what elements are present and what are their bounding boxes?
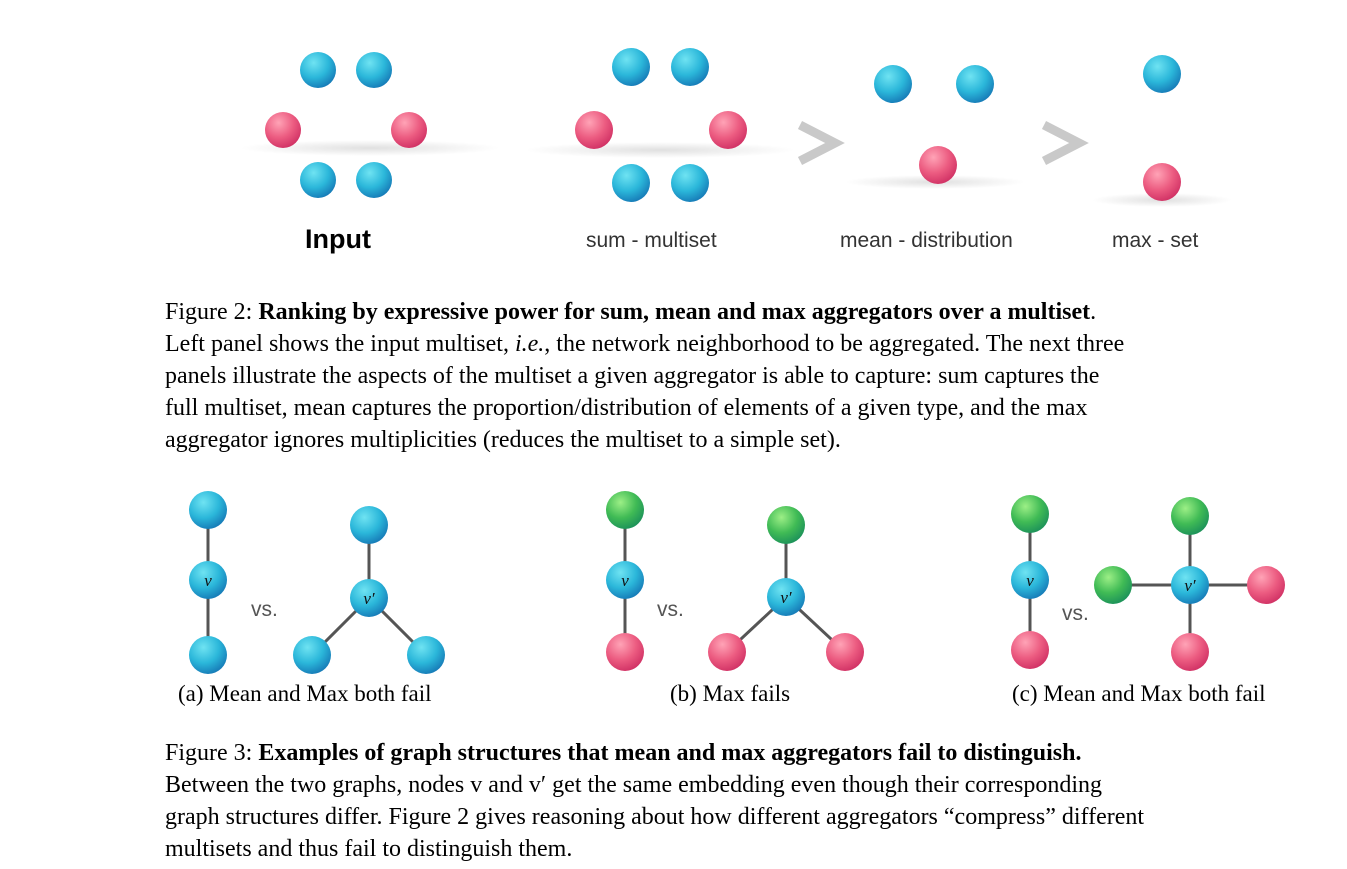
panel-label-max: max - set: [1112, 229, 1199, 252]
node-blue: [293, 636, 331, 674]
ball-pink: [575, 111, 613, 149]
subcaption-a: (a) Mean and Max both fail: [178, 681, 432, 706]
caption-line: full multiset, mean captures the proport…: [165, 395, 1088, 421]
ball-blue: [671, 48, 709, 86]
graph-b-left: v: [606, 491, 644, 671]
node-v-prime-label: v′: [363, 589, 375, 608]
node-v-label: v: [621, 571, 629, 590]
graph-c-right: v′: [1094, 497, 1285, 671]
input-panel-balls: [265, 52, 427, 198]
ball-blue: [300, 162, 336, 198]
graph-a-left: v: [189, 491, 227, 674]
node-pink: [1247, 566, 1285, 604]
sum-panel-balls: [575, 48, 747, 202]
node-blue: [189, 636, 227, 674]
caption-line: multisets and thus fail to distinguish t…: [165, 836, 573, 862]
graph-b-right: v′: [708, 506, 864, 671]
caption-prefix: Figure 3:: [165, 740, 253, 766]
ball-pink: [391, 112, 427, 148]
node-green: [1094, 566, 1132, 604]
node-pink: [1171, 633, 1209, 671]
ball-pink: [265, 112, 301, 148]
node-v-prime-label: v′: [780, 588, 792, 607]
input-floor-shadow: [240, 140, 500, 156]
ball-blue: [1143, 55, 1181, 93]
node-green: [1011, 495, 1049, 533]
sum-floor-shadow: [525, 142, 795, 158]
ball-pink: [919, 146, 957, 184]
caption-line: panels illustrate the aspects of the mul…: [165, 363, 1100, 389]
node-v: [1011, 561, 1049, 599]
node-v: [606, 561, 644, 599]
caption-title: Examples of graph structures that mean a…: [258, 740, 1082, 766]
figure-3-caption: Figure 3: Examples of graph structures t…: [165, 737, 1313, 865]
caption-line: graph structures differ. Figure 2 gives …: [165, 804, 1145, 830]
panel-label-mean: mean - distribution: [840, 229, 1013, 252]
ball-pink: [709, 111, 747, 149]
subcaption-c: (c) Mean and Max both fail: [1012, 681, 1266, 706]
node-blue: [189, 491, 227, 529]
panel-label-input: Input: [305, 224, 371, 254]
node-green: [606, 491, 644, 529]
caption-line: Left panel shows the input multiset,: [165, 331, 509, 357]
node-pink: [1011, 631, 1049, 669]
vs-label: vs.: [251, 598, 278, 621]
node-blue: [407, 636, 445, 674]
node-v-label: v: [204, 571, 212, 590]
node-v: [189, 561, 227, 599]
node-v-prime: [767, 578, 805, 616]
ball-blue: [356, 162, 392, 198]
node-v-label: v: [1026, 571, 1034, 590]
ball-blue: [671, 164, 709, 202]
caption-line: aggregator ignores multiplicities (reduc…: [165, 427, 841, 453]
ball-blue: [356, 52, 392, 88]
ball-blue: [956, 65, 994, 103]
caption-line: , the network neighborhood to be aggrega…: [544, 331, 1125, 357]
subcaption-b: (b) Max fails: [670, 681, 791, 706]
greater-than-icon: [797, 120, 845, 166]
greater-than-icon: [1041, 120, 1089, 166]
caption-line: Between the two graphs, nodes v and v′ g…: [165, 772, 1103, 798]
node-blue: [350, 506, 388, 544]
vs-label: vs.: [1062, 602, 1089, 625]
caption-prefix: Figure 2:: [165, 299, 253, 325]
graph-a-right: v′: [293, 506, 445, 674]
node-v-prime-label: v′: [1184, 576, 1196, 595]
node-green: [767, 506, 805, 544]
panel-label-sum: sum - multiset: [586, 229, 717, 252]
ball-blue: [612, 48, 650, 86]
ball-blue: [874, 65, 912, 103]
mean-panel-balls: [874, 65, 994, 184]
ball-blue: [300, 52, 336, 88]
graph-c-left: v: [1011, 495, 1049, 669]
node-v-prime: [1171, 566, 1209, 604]
node-pink: [826, 633, 864, 671]
max-panel-balls: [1143, 55, 1181, 201]
node-pink: [708, 633, 746, 671]
vs-label: vs.: [657, 598, 684, 621]
node-green: [1171, 497, 1209, 535]
caption-ie: i.e.: [514, 331, 545, 357]
ball-blue: [612, 164, 650, 202]
node-pink: [606, 633, 644, 671]
figure-2-caption: Figure 2: Ranking by expressive power fo…: [165, 296, 1313, 456]
caption-title: Ranking by expressive power for sum, mea…: [258, 299, 1091, 325]
caption-end: .: [1090, 299, 1097, 325]
node-v-prime: [350, 579, 388, 617]
figure-3-graphic: v v′ v v′: [189, 491, 1285, 674]
figure-2-graphic: [240, 48, 1232, 207]
ball-pink: [1143, 163, 1181, 201]
